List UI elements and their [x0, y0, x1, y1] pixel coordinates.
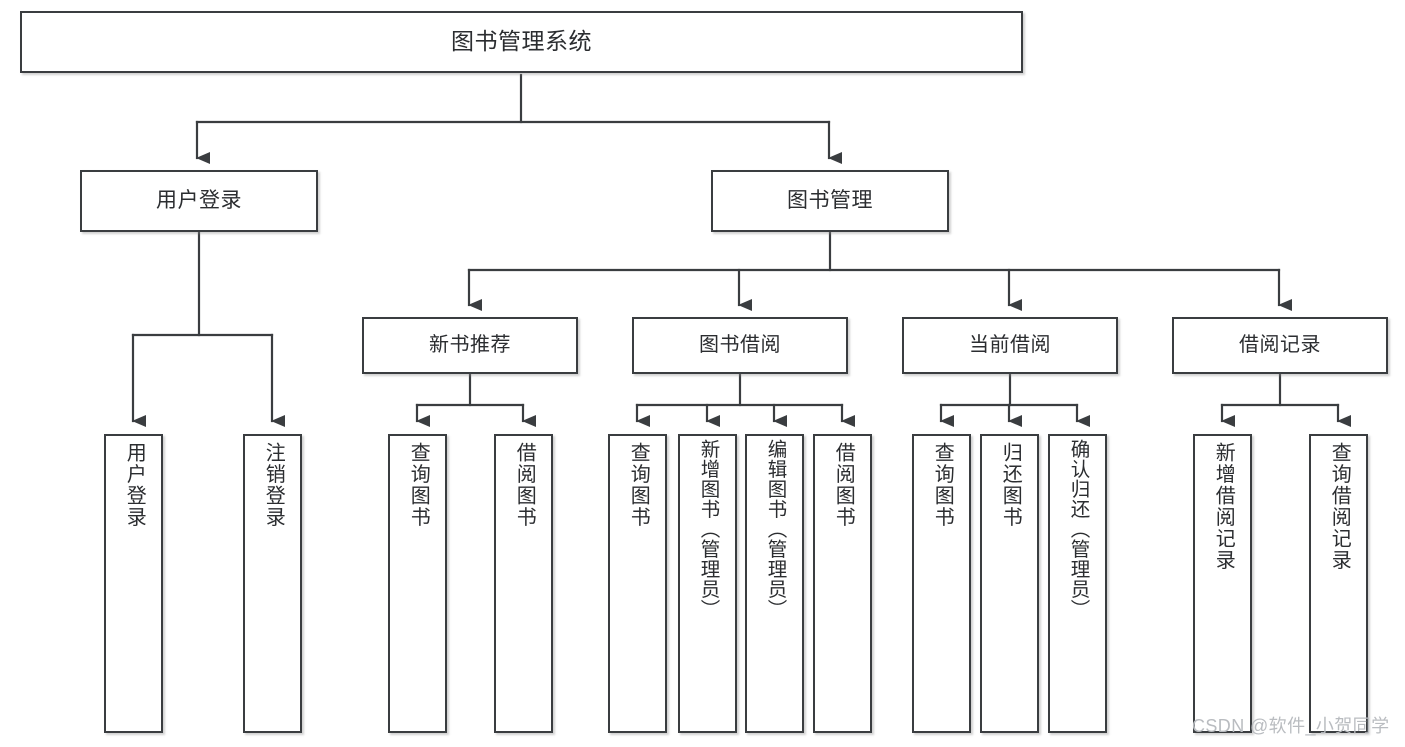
node-label: 查询借阅记录: [1328, 442, 1351, 571]
node-label: 新增借阅记录: [1212, 442, 1235, 571]
node-label: 查询图书: [931, 442, 954, 528]
node-leaf-edit-book-admin[interactable]: 编辑图书（管理员）: [745, 434, 804, 733]
node-leaf-borrow-book[interactable]: 借阅图书: [813, 434, 872, 733]
node-label: 借阅记录: [1239, 333, 1321, 356]
node-leaf-confirm-return-admin[interactable]: 确认归还（管理员）: [1048, 434, 1107, 733]
node-leaf-add-book-admin[interactable]: 新增图书（管理员）: [678, 434, 737, 733]
node-label: 新书推荐: [429, 333, 511, 356]
node-user-login[interactable]: 用户登录: [80, 170, 318, 232]
node-leaf-query-book-borrow[interactable]: 查询图书: [608, 434, 667, 733]
node-root-book-management-system[interactable]: 图书管理系统: [20, 11, 1023, 73]
node-label: 图书管理系统: [451, 28, 592, 55]
node-label: 查询图书: [407, 442, 430, 528]
node-label: 编辑图书（管理员）: [764, 439, 787, 619]
node-label: 借阅图书: [513, 442, 536, 528]
node-book-borrow[interactable]: 图书借阅: [632, 317, 848, 374]
node-label: 归还图书: [999, 442, 1022, 528]
node-leaf-user-login[interactable]: 用户登录: [104, 434, 163, 733]
node-leaf-add-borrow-record[interactable]: 新增借阅记录: [1193, 434, 1252, 733]
node-new-book-recommend[interactable]: 新书推荐: [362, 317, 578, 374]
node-label: 图书管理: [787, 188, 873, 212]
node-label: 确认归还（管理员）: [1067, 439, 1090, 619]
node-label: 借阅图书: [832, 442, 855, 528]
node-label: 当前借阅: [969, 333, 1051, 356]
node-leaf-query-book-new[interactable]: 查询图书: [388, 434, 447, 733]
node-label: 用户登录: [156, 188, 242, 212]
node-label: 用户登录: [123, 442, 146, 528]
node-label: 图书借阅: [699, 333, 781, 356]
node-book-management[interactable]: 图书管理: [711, 170, 949, 232]
node-label: 新增图书（管理员）: [697, 439, 720, 619]
node-leaf-borrow-book-new[interactable]: 借阅图书: [494, 434, 553, 733]
node-borrow-record[interactable]: 借阅记录: [1172, 317, 1388, 374]
node-current-borrow[interactable]: 当前借阅: [902, 317, 1118, 374]
node-label: 注销登录: [262, 442, 285, 528]
node-leaf-query-book-current[interactable]: 查询图书: [912, 434, 971, 733]
node-leaf-query-borrow-record[interactable]: 查询借阅记录: [1309, 434, 1368, 733]
node-leaf-return-book[interactable]: 归还图书: [980, 434, 1039, 733]
node-label: 查询图书: [627, 442, 650, 528]
node-leaf-logout[interactable]: 注销登录: [243, 434, 302, 733]
